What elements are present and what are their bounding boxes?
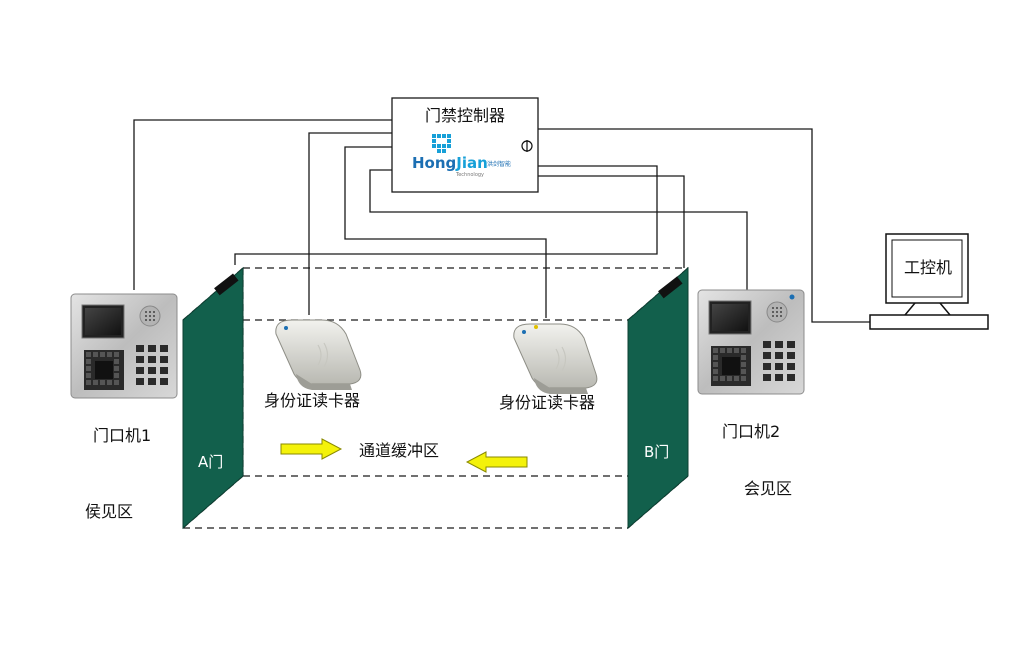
door-a: A门 (182, 266, 244, 530)
buffer-zone-label: 通道缓冲区 (359, 441, 439, 460)
keypad (763, 341, 795, 381)
wire-door-b-lock (538, 175, 685, 268)
meeting-area-label: 会见区 (744, 479, 792, 498)
door-unit-1 (70, 293, 178, 399)
door-a-label: A门 (198, 453, 223, 471)
controller-label: 门禁控制器 (425, 106, 505, 125)
id-reader-1 (275, 319, 362, 390)
door-b-lock (658, 276, 683, 299)
door-b: B门 (627, 266, 689, 530)
brand-sub: Technology (455, 172, 484, 178)
wire-door-a-lock (234, 165, 658, 265)
access-controller: 门禁控制器 HongJian 洪剑智能 Technology (391, 97, 539, 193)
door-unit-2 (697, 289, 805, 395)
ipc-label: 工控机 (904, 258, 952, 277)
corridor-box (182, 267, 689, 529)
wire-controller-loop (369, 169, 748, 290)
wire-door-unit-1 (133, 119, 392, 290)
door-b-label: B门 (644, 443, 669, 461)
door-unit-2-label: 门口机2 (722, 422, 780, 441)
wire-reader-1 (308, 132, 392, 315)
reader-1-label: 身份证读卡器 (264, 391, 360, 410)
door-unit-1-label: 门口机1 (93, 426, 151, 445)
brand-cn: 洪剑智能 (487, 160, 511, 168)
arrow-right (280, 438, 343, 460)
hongjian-logo: HongJian 洪剑智能 Technology (412, 134, 511, 178)
door-a-lock (214, 273, 239, 296)
svg-text:HongJian: HongJian (412, 154, 488, 172)
wire-ipc (538, 128, 870, 323)
waiting-area-label: 侯见区 (85, 502, 133, 521)
wiring (133, 119, 870, 323)
keypad (136, 345, 168, 385)
reader-2-label: 身份证读卡器 (499, 393, 595, 412)
wire-reader-2 (344, 146, 547, 318)
power-icon (521, 140, 533, 152)
arrow-left (465, 451, 528, 473)
industrial-pc: 工控机 (869, 233, 989, 330)
id-reader-2 (513, 323, 598, 394)
